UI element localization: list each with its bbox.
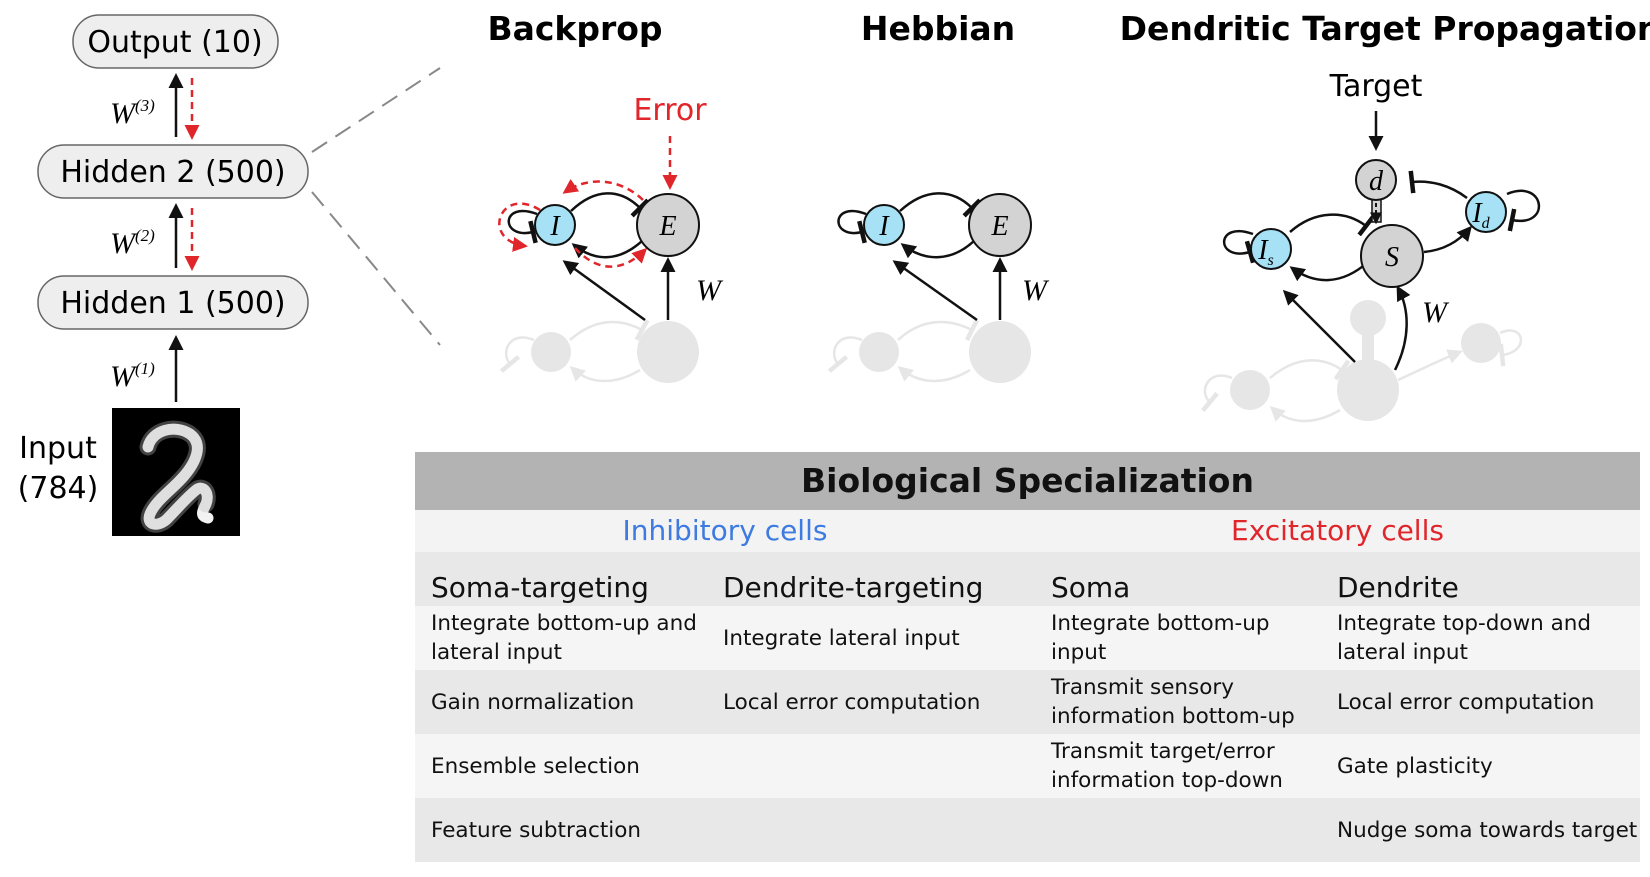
table-cell: Nudge soma towards target bbox=[1337, 817, 1638, 843]
backprop-node-e-label: E bbox=[658, 211, 676, 242]
dtp-id-to-d bbox=[1408, 170, 1468, 199]
table-row: Ensemble selection Transmit target/error… bbox=[415, 734, 1640, 798]
table-cell: Gate plasticity bbox=[1337, 753, 1493, 779]
table-column-header: Soma-targeting Dendrite-targeting Soma D… bbox=[415, 552, 1640, 606]
backprop-e-to-i bbox=[571, 239, 644, 259]
dtp-node-id bbox=[1465, 191, 1507, 233]
dtp-weight-label: W bbox=[1422, 296, 1450, 329]
table-cell: Integrate lateral input bbox=[723, 625, 960, 651]
biological-specialization-table: Biological Specialization Inhibitory cel… bbox=[415, 452, 1640, 862]
dtp-is-self-loop bbox=[1223, 230, 1256, 264]
table-row: Gain normalization Local error computati… bbox=[415, 670, 1640, 734]
table-cell: Gain normalization bbox=[431, 689, 635, 715]
table-cell: Feature subtraction bbox=[431, 817, 642, 843]
column-header: Dendrite bbox=[1337, 571, 1459, 604]
hebbian-title: Hebbian bbox=[861, 9, 1015, 48]
dtp-s-to-id bbox=[1423, 225, 1472, 254]
backprop-error-self-loop bbox=[498, 202, 541, 252]
dtp-node-is bbox=[1250, 228, 1292, 270]
layer-output-label: Output (10) bbox=[87, 25, 262, 60]
backprop-ghost-layer bbox=[499, 319, 699, 383]
column-header: Dendrite-targeting bbox=[723, 571, 984, 604]
hebbian-node-e bbox=[968, 193, 1032, 257]
table-row: Feature subtraction Nudge soma towards t… bbox=[415, 798, 1640, 862]
weight-label-w1: W(1) bbox=[110, 359, 155, 393]
input-size-label: (784) bbox=[18, 471, 99, 506]
backprop-node-i-label: I bbox=[549, 211, 561, 242]
table-cell: Local error computation bbox=[1337, 689, 1595, 715]
weight-label-w3: W(3) bbox=[110, 96, 155, 130]
zoom-guide-bottom bbox=[311, 191, 441, 346]
dtp-node-s bbox=[1360, 224, 1424, 288]
weight-label-w2: W(2) bbox=[110, 226, 155, 260]
layer-hidden1: Hidden 1 (500) bbox=[37, 275, 309, 330]
table-cell: Ensemble selection bbox=[431, 753, 640, 779]
table-cell bbox=[707, 734, 1035, 798]
hebbian-ghost-layer bbox=[827, 318, 1031, 383]
column-header: Soma-targeting bbox=[431, 571, 649, 604]
group-excitatory: Excitatory cells bbox=[1231, 514, 1444, 547]
dtp-node-is-label: Is bbox=[1257, 235, 1274, 269]
dtp-id-self-loop bbox=[1506, 189, 1540, 232]
table-cell bbox=[707, 798, 1035, 862]
hebbian-weight-label: W bbox=[1022, 274, 1050, 307]
table-group-header: Inhibitory cells Excitatory cells bbox=[415, 510, 1640, 552]
backprop-error-e-to-i bbox=[562, 178, 644, 201]
dtp-s-to-is bbox=[1289, 261, 1369, 282]
backprop-feedforward-to-i bbox=[562, 260, 646, 322]
hebbian-i-self-loop bbox=[837, 209, 867, 244]
backprop-error-i-to-e bbox=[574, 247, 648, 268]
target-label: Target bbox=[1329, 69, 1423, 104]
layer-hidden2: Hidden 2 (500) bbox=[37, 144, 309, 199]
dtp-title: Dendritic Target Propagation bbox=[1120, 9, 1650, 48]
backprop-node-e bbox=[636, 193, 700, 257]
table-cell: Transmit sensory information bottom-up bbox=[1051, 675, 1295, 729]
hebbian-e-to-i bbox=[900, 239, 976, 259]
dtp-feedforward-to-is bbox=[1282, 289, 1356, 363]
dtp-node-s-label: S bbox=[1385, 242, 1399, 273]
hebbian-feedforward-to-i bbox=[892, 260, 978, 322]
column-header: Soma bbox=[1051, 571, 1131, 604]
hebbian-node-i-label: I bbox=[878, 211, 890, 242]
hebbian-node-i bbox=[863, 204, 905, 246]
dtp-feedforward-to-s bbox=[1393, 285, 1411, 371]
table-cell: Integrate top-down and lateral input bbox=[1337, 611, 1592, 665]
dtp-node-d bbox=[1355, 159, 1397, 201]
layer-hidden2-label: Hidden 2 (500) bbox=[60, 155, 285, 190]
backprop-node-i bbox=[534, 204, 576, 246]
table-cell: Integrate bottom-up input bbox=[1051, 611, 1270, 665]
table-title: Biological Specialization bbox=[415, 452, 1640, 510]
table-cell: Local error computation bbox=[723, 689, 981, 715]
hebbian-i-to-e bbox=[899, 192, 982, 218]
mnist-digit-image bbox=[112, 408, 240, 536]
backprop-i-self-loop bbox=[507, 209, 538, 244]
dtp-is-to-s bbox=[1289, 213, 1375, 237]
backprop-weight-label: W bbox=[696, 274, 724, 307]
input-label: Input bbox=[19, 431, 97, 466]
backprop-i-to-e bbox=[570, 192, 650, 218]
dtp-node-d-label: d bbox=[1369, 166, 1384, 197]
dtp-ghost-layer bbox=[1201, 300, 1523, 423]
backprop-title: Backprop bbox=[487, 9, 662, 48]
layer-hidden1-label: Hidden 1 (500) bbox=[60, 286, 285, 321]
table-cell bbox=[1035, 798, 1321, 862]
zoom-guide-top bbox=[311, 67, 441, 153]
group-inhibitory: Inhibitory cells bbox=[622, 514, 828, 547]
table-cell: Transmit target/error information top-do… bbox=[1051, 739, 1283, 793]
layer-output: Output (10) bbox=[72, 14, 279, 69]
table-row: Integrate bottom-up and lateral input In… bbox=[415, 606, 1640, 670]
error-label: Error bbox=[633, 93, 707, 128]
hebbian-node-e-label: E bbox=[990, 211, 1008, 242]
table-cell: Integrate bottom-up and lateral input bbox=[431, 611, 697, 665]
dtp-node-id-label: Id bbox=[1471, 198, 1490, 232]
